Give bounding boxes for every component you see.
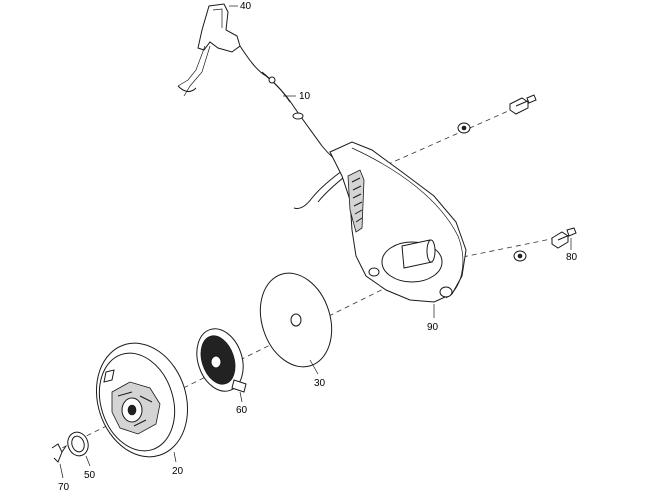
part-60-spring-cassette: 60 [196,328,248,416]
bolt-lower [551,231,569,249]
callout-90: 90 [427,322,439,333]
part-50-washer: 50 [67,431,96,481]
callout-40: 40 [240,1,252,12]
part-70-circlip: 70 [51,443,70,493]
part-10-starter-rope: 10 [261,71,351,209]
part-30-disc: 30 [259,272,333,389]
leader-50 [85,455,91,467]
bolt-upper [509,97,529,115]
leader-60 [239,391,243,403]
callout-30: 30 [314,378,326,389]
leader-70 [59,463,64,479]
callout-60: 60 [236,405,248,416]
part-20-rope-pulley: 20 [95,342,189,477]
callout-20: 20 [172,466,184,477]
part-40-starter-handle: 40 [177,1,267,97]
leader-30 [309,359,319,375]
leader-20 [173,451,177,463]
callout-50: 50 [84,470,96,481]
part-90-starter-housing: 90 [329,141,467,333]
part-80-bolts: 80 [457,94,578,263]
callout-10: 10 [299,91,311,102]
callout-70: 70 [58,482,70,493]
callout-80: 80 [566,252,578,263]
